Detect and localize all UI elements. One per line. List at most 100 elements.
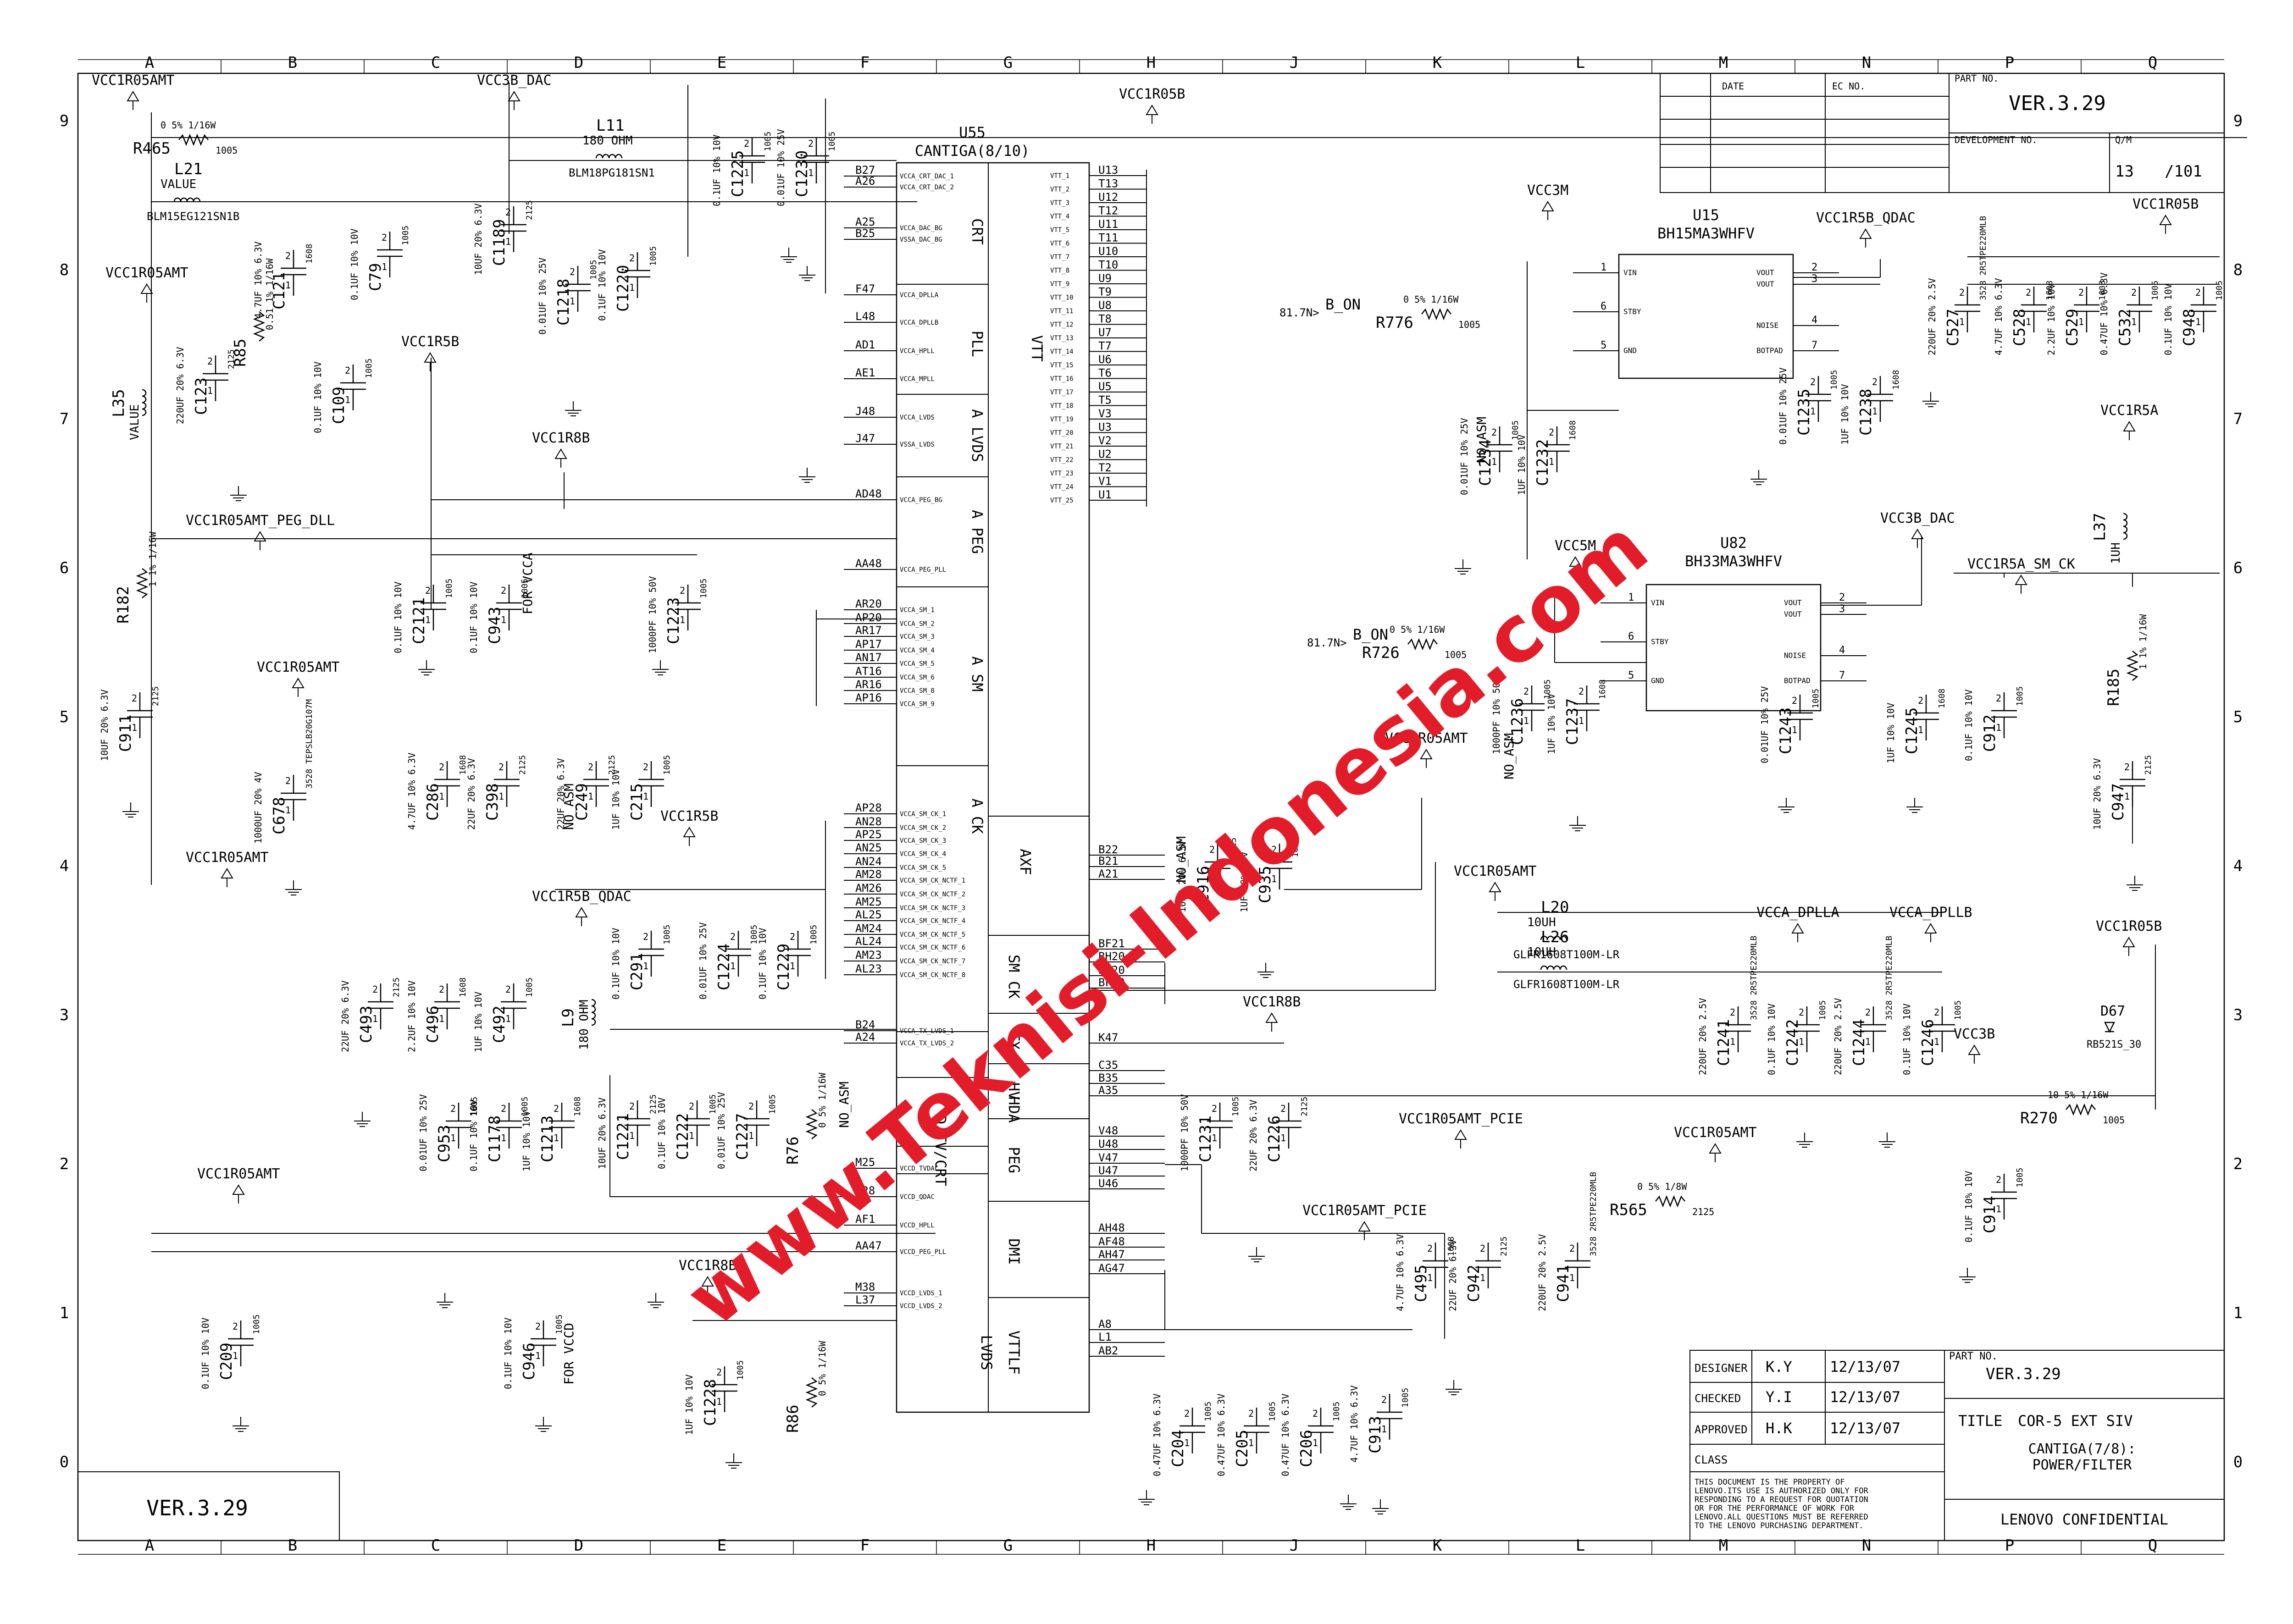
cap-size: 1005 xyxy=(827,132,837,151)
pin-num: 1 xyxy=(382,261,387,272)
capacitor-symbol xyxy=(203,355,228,401)
pin-num: 1 xyxy=(207,385,213,396)
chip-pin-vtt: V3 xyxy=(1098,407,1112,420)
res-ref: R185 xyxy=(2105,668,2123,706)
cap-ref: C109 xyxy=(330,387,348,424)
ground-symbol xyxy=(122,802,139,818)
cap-value: 0.47UF 10% 6.3V xyxy=(1216,1393,1227,1476)
grid-col-bottom: L xyxy=(1576,1536,1585,1555)
cap-value: 0.01UF 10% 25V xyxy=(698,922,709,1000)
net-label: VCC1R05B xyxy=(2096,918,2162,934)
pin-num: 1 xyxy=(2131,316,2137,327)
pin-num: 4 xyxy=(1811,315,1817,326)
net-label: VCC1R5A xyxy=(2100,403,2158,419)
res-size: 1005 xyxy=(216,145,238,156)
cap-size: 1608 xyxy=(1568,420,1578,440)
pin-num: 1 xyxy=(1996,1204,2001,1215)
cap-value: 1000PF 10% 50V xyxy=(1491,677,1502,754)
cap-size: 1005 xyxy=(1818,1000,1828,1020)
ground-symbol xyxy=(726,1453,742,1469)
cap-size: 2125 xyxy=(227,349,236,369)
pin-num: 2 xyxy=(1579,686,1584,697)
pin-num: 1 xyxy=(450,1132,456,1143)
capacitor-symbol xyxy=(625,252,650,298)
pin-num: 3 xyxy=(1811,273,1817,285)
cap-value: 1UF 10% 10V xyxy=(521,1111,532,1171)
cap-size: 1005 xyxy=(444,579,454,598)
cap-ref: C495 xyxy=(1412,1265,1430,1302)
res-ref: R465 xyxy=(133,139,171,158)
cap-size: 1608 xyxy=(573,1097,582,1116)
pin-num: 2 xyxy=(1959,287,1965,298)
cap-ref: C1243 xyxy=(1777,707,1795,754)
chip-pin-vtt: U8 xyxy=(1098,299,1112,312)
note-no-asm: NO_ASM xyxy=(561,784,577,830)
chip-pin-right: BH20 xyxy=(1098,950,1125,963)
chip-inner-label: VCCA_SM_CK_5 xyxy=(900,864,946,872)
cap-ref: C1244 xyxy=(1850,1019,1868,1066)
inductor-symbol xyxy=(1540,935,1567,940)
pin-num: 2 xyxy=(730,931,736,942)
cap-value: 22UF 20% 6.3V xyxy=(340,980,351,1052)
capacitor-symbol xyxy=(583,761,609,807)
chip-block-label: A CK xyxy=(969,798,986,834)
cap-size: 2125 xyxy=(518,755,527,775)
pin-num: 2 xyxy=(1209,844,1215,855)
cap-value: 10UF 20% 6.3V xyxy=(597,1097,608,1169)
cap-value: 0.01UF 10% 25V xyxy=(775,129,786,206)
chip-inner-label: VCCA_SM_CK_NCTF_6 xyxy=(900,944,965,951)
cap-size: 1005 xyxy=(708,1094,718,1114)
pin-num: 2 xyxy=(505,207,511,218)
chip-inner-label: VCCA_SM_9 xyxy=(900,701,935,708)
capacitor-symbol xyxy=(1574,685,1600,731)
pin-num: 2 xyxy=(1996,1174,2001,1185)
ind-value: 1UH xyxy=(2109,542,2123,564)
capacitor-symbol xyxy=(127,692,153,738)
grid-col-top: K xyxy=(1433,54,1442,72)
pin-num: 1 xyxy=(501,614,506,625)
pin-num: 2 xyxy=(1184,1408,1190,1419)
resistor-symbol xyxy=(253,311,266,342)
grid-row-left: 2 xyxy=(60,1155,69,1173)
cap-value: 220UF 20% 2.5V xyxy=(1537,1234,1548,1311)
pin-num: 2 xyxy=(285,775,291,786)
ground-symbol xyxy=(648,1293,664,1308)
grid-row-left: 9 xyxy=(60,112,69,130)
tb-notice-5: TO THE LENOVO PURCHASING DEPARTMENT. xyxy=(1695,1521,1863,1530)
title-block-bottom xyxy=(1689,1350,2225,1541)
chip-inner-label: VTT_7 xyxy=(1050,254,1069,261)
pin-num: 1 xyxy=(1313,1437,1318,1448)
chip-block-label: LVDS xyxy=(978,1335,995,1370)
pin-num: 2 xyxy=(1381,1394,1387,1405)
chip-inner-label: VCCA_SM_CK_NCTF_2 xyxy=(900,891,965,898)
cap-size: 2125 xyxy=(1499,1237,1509,1256)
net-label: VCC1R05AMT xyxy=(197,1166,280,1182)
capacitor-symbol xyxy=(684,1100,710,1146)
ind-ref: L11 xyxy=(596,116,624,135)
cap-size: 1005 xyxy=(1268,1402,1277,1421)
chip-pin-left: AP25 xyxy=(855,828,882,841)
ind-ref: L37 xyxy=(2091,513,2109,541)
pin-num: 1 xyxy=(808,167,814,178)
chip-inner-label: VTT_13 xyxy=(1050,335,1074,342)
chip-pin-vtt: T11 xyxy=(1098,232,1118,244)
reg-pin-label: GND xyxy=(1651,676,1664,685)
chip-pin-left: L37 xyxy=(855,1293,875,1306)
pin-num: 2 xyxy=(1792,695,1797,706)
chip-pin-vtt: T6 xyxy=(1098,367,1112,380)
ground-symbol xyxy=(1446,1380,1462,1395)
chip-pin-left: F47 xyxy=(855,282,875,295)
net-label: VCC1R05AMT_PEG_DLL xyxy=(186,513,335,529)
net-label: VCCA_DPLLA xyxy=(1756,905,1839,921)
pin-num: 2 xyxy=(2026,287,2031,298)
chip-pin-left: AN17 xyxy=(855,651,882,664)
pin-num: 2 xyxy=(1811,262,1817,273)
capacitor-symbol xyxy=(1955,287,1980,332)
chip-pin-left: AD48 xyxy=(855,487,882,500)
chip-inner-label: VCCA_SM_CK_NCTF_7 xyxy=(900,958,965,965)
cap-ref: C1228 xyxy=(701,1379,720,1426)
chip-inner-label: VSSA_LVDS xyxy=(900,441,935,448)
capacitor-symbol xyxy=(2191,287,2216,332)
res-ref: R86 xyxy=(784,1405,802,1433)
chip-pin-vtt: T5 xyxy=(1098,394,1112,407)
